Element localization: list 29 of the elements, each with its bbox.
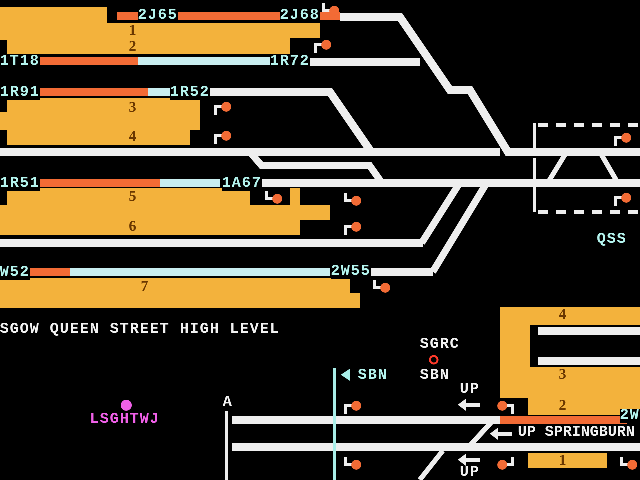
signal-id: 1R52 <box>170 86 210 100</box>
platform-number: 1 <box>559 454 566 468</box>
signal-id: 2W <box>620 409 640 423</box>
signal-id: 1R91 <box>0 86 40 100</box>
signal-id: 2J65 <box>138 9 178 23</box>
location-code: SBN <box>358 369 388 383</box>
location-code: SBN <box>420 369 450 383</box>
platform-number: 6 <box>129 220 136 234</box>
platform-number: 2 <box>129 40 136 54</box>
station-name: SGOW QUEEN STREET HIGH LEVEL <box>0 323 280 337</box>
platform-number: 4 <box>129 130 136 144</box>
platform-number: 3 <box>129 101 136 115</box>
track-letter: A <box>223 396 232 410</box>
signal-id: 1R51 <box>0 177 40 191</box>
location-code: SGRC <box>420 338 460 352</box>
platform-number: 3 <box>559 368 566 382</box>
area-code: QSS <box>597 233 628 247</box>
direction-label: UP <box>460 466 480 480</box>
signal-id: 2J68 <box>280 9 320 23</box>
platform-number: 2 <box>559 399 566 413</box>
platform-number: 7 <box>141 280 148 294</box>
direction-label: UP <box>460 383 480 397</box>
platform-number: 1 <box>129 24 136 38</box>
location-code: LSGHTWJ <box>90 413 160 427</box>
platform-number: 4 <box>559 308 566 322</box>
signal-id: 1A67 <box>222 177 262 191</box>
platform-number: 5 <box>129 190 136 204</box>
signal-id: W52 <box>0 266 30 280</box>
signal-id: 2W55 <box>331 265 372 279</box>
